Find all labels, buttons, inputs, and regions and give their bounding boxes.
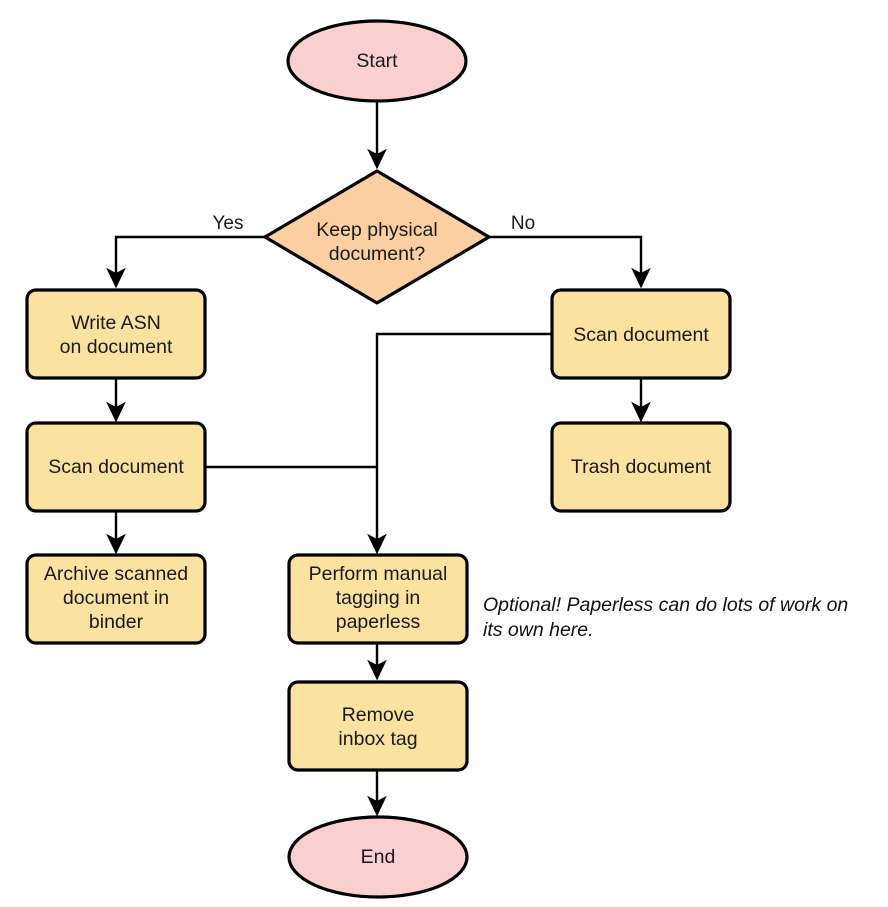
trash-document-box-shape <box>550 421 732 513</box>
decision-label-line1: Keep physical <box>316 219 437 241</box>
node-start[interactable]: Start <box>286 19 468 103</box>
start-terminator-shape <box>286 19 468 103</box>
tagging-box-shape <box>287 553 469 645</box>
trash-document-label: Trash document <box>571 456 712 478</box>
optional-note-line1: Optional! Paperless can do lots of work … <box>483 594 848 616</box>
remove-inbox-label-line1: Remove <box>342 704 415 726</box>
scan-document-left-label: Scan document <box>48 456 184 478</box>
decision-label-line2: document? <box>329 243 426 265</box>
edge-label-no: No <box>511 213 535 234</box>
edges-group <box>106 100 651 817</box>
node-decision-keep-physical-document[interactable]: Keep physical document? <box>263 169 491 305</box>
optional-note: Optional! Paperless can do lots of work … <box>483 594 848 641</box>
tagging-label-line2: tagging in <box>336 587 421 609</box>
edge-decision-no-to-scan-right <box>490 235 651 289</box>
end-label: End <box>361 846 396 868</box>
write-asn-box-shape <box>25 288 207 380</box>
scan-document-left-box-shape <box>25 421 207 513</box>
tagging-label-line1: Perform manual <box>309 563 448 585</box>
end-terminator-shape <box>287 815 469 899</box>
archive-box-shape <box>25 553 207 645</box>
node-write-asn-on-document[interactable]: Write ASN on document <box>25 288 207 380</box>
remove-inbox-box-shape <box>287 680 469 772</box>
archive-label-line1: Archive scanned <box>44 563 188 585</box>
archive-label-line3: binder <box>89 611 144 633</box>
start-label: Start <box>356 50 398 72</box>
write-asn-label-line2: on document <box>60 336 173 358</box>
scan-document-right-box-shape <box>550 288 732 380</box>
node-perform-manual-tagging[interactable]: Perform manual tagging in paperless <box>287 553 469 645</box>
edge-decision-yes-to-write-asn <box>106 235 265 289</box>
archive-label-line2: document in <box>63 587 169 609</box>
node-scan-document-left[interactable]: Scan document <box>25 421 207 513</box>
write-asn-label-line1: Write ASN <box>71 312 161 334</box>
edge-scan-right-to-tagging <box>367 332 552 555</box>
optional-note-line2: its own here. <box>483 619 594 641</box>
node-scan-document-right[interactable]: Scan document <box>550 288 732 380</box>
node-remove-inbox-tag[interactable]: Remove inbox tag <box>287 680 469 772</box>
scan-document-right-label: Scan document <box>573 324 709 346</box>
tagging-label-line3: paperless <box>336 611 421 633</box>
remove-inbox-label-line2: inbox tag <box>338 728 417 750</box>
node-archive-scanned-document[interactable]: Archive scanned document in binder <box>25 553 207 645</box>
node-end[interactable]: End <box>287 815 469 899</box>
decision-diamond-shape <box>263 169 491 305</box>
edge-label-yes: Yes <box>213 213 244 234</box>
node-trash-document[interactable]: Trash document <box>550 421 732 513</box>
